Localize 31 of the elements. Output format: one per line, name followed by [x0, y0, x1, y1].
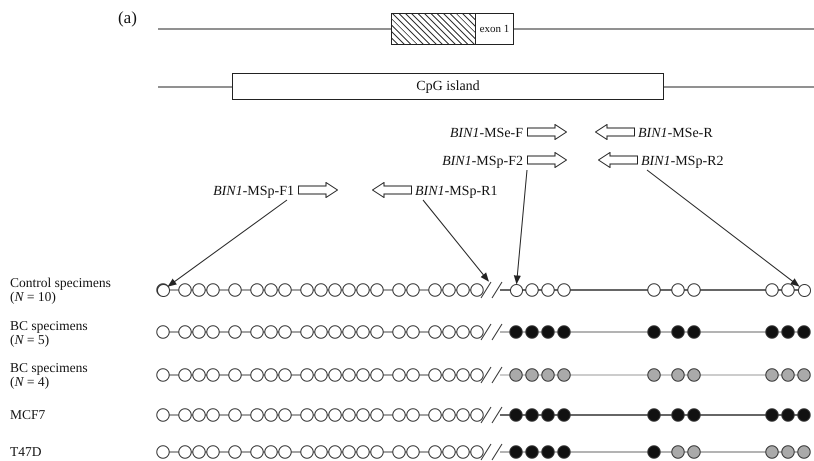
- row-label: Control specimens (N = 10): [10, 276, 112, 304]
- cpg-island-label: CpG island: [416, 79, 480, 94]
- row-label: MCF7: [10, 408, 46, 422]
- primer-name: BIN1-MSp-F1: [213, 184, 294, 199]
- row-label: T47D: [10, 445, 42, 459]
- primer-label: [595, 124, 713, 142]
- hatched-region: [391, 13, 476, 45]
- cpg-island-box: [232, 73, 664, 100]
- primer-label: [598, 152, 724, 170]
- primer-name: BIN1-MSe-R: [638, 126, 713, 141]
- primer-label: [372, 182, 498, 200]
- cpg-site-circle: [510, 284, 522, 296]
- leader-line: [514, 170, 528, 284]
- primer-name: BIN1-MSp-F2: [442, 154, 523, 169]
- primer-label: [213, 182, 338, 200]
- cpg-site-circle: [156, 284, 170, 296]
- leader-line: [422, 200, 489, 282]
- break-mark: [480, 281, 504, 299]
- primer-name: BIN1-MSp-R2: [641, 154, 724, 169]
- primer-label: [442, 152, 567, 170]
- cpg-site-circle: [798, 284, 810, 296]
- exon-label: exon 1: [480, 23, 510, 35]
- panel-label: (a): [118, 11, 137, 25]
- leader-line: [646, 170, 800, 287]
- leader-line: [168, 200, 288, 287]
- primer-label: [450, 124, 567, 142]
- primer-name: BIN1-MSp-R1: [415, 184, 498, 199]
- row-label: BC specimens (N = 4): [10, 361, 89, 389]
- exon-box: [475, 13, 514, 45]
- primer-name: BIN1-MSe-F: [450, 126, 523, 141]
- row-label: BC specimens (N = 5): [10, 319, 89, 347]
